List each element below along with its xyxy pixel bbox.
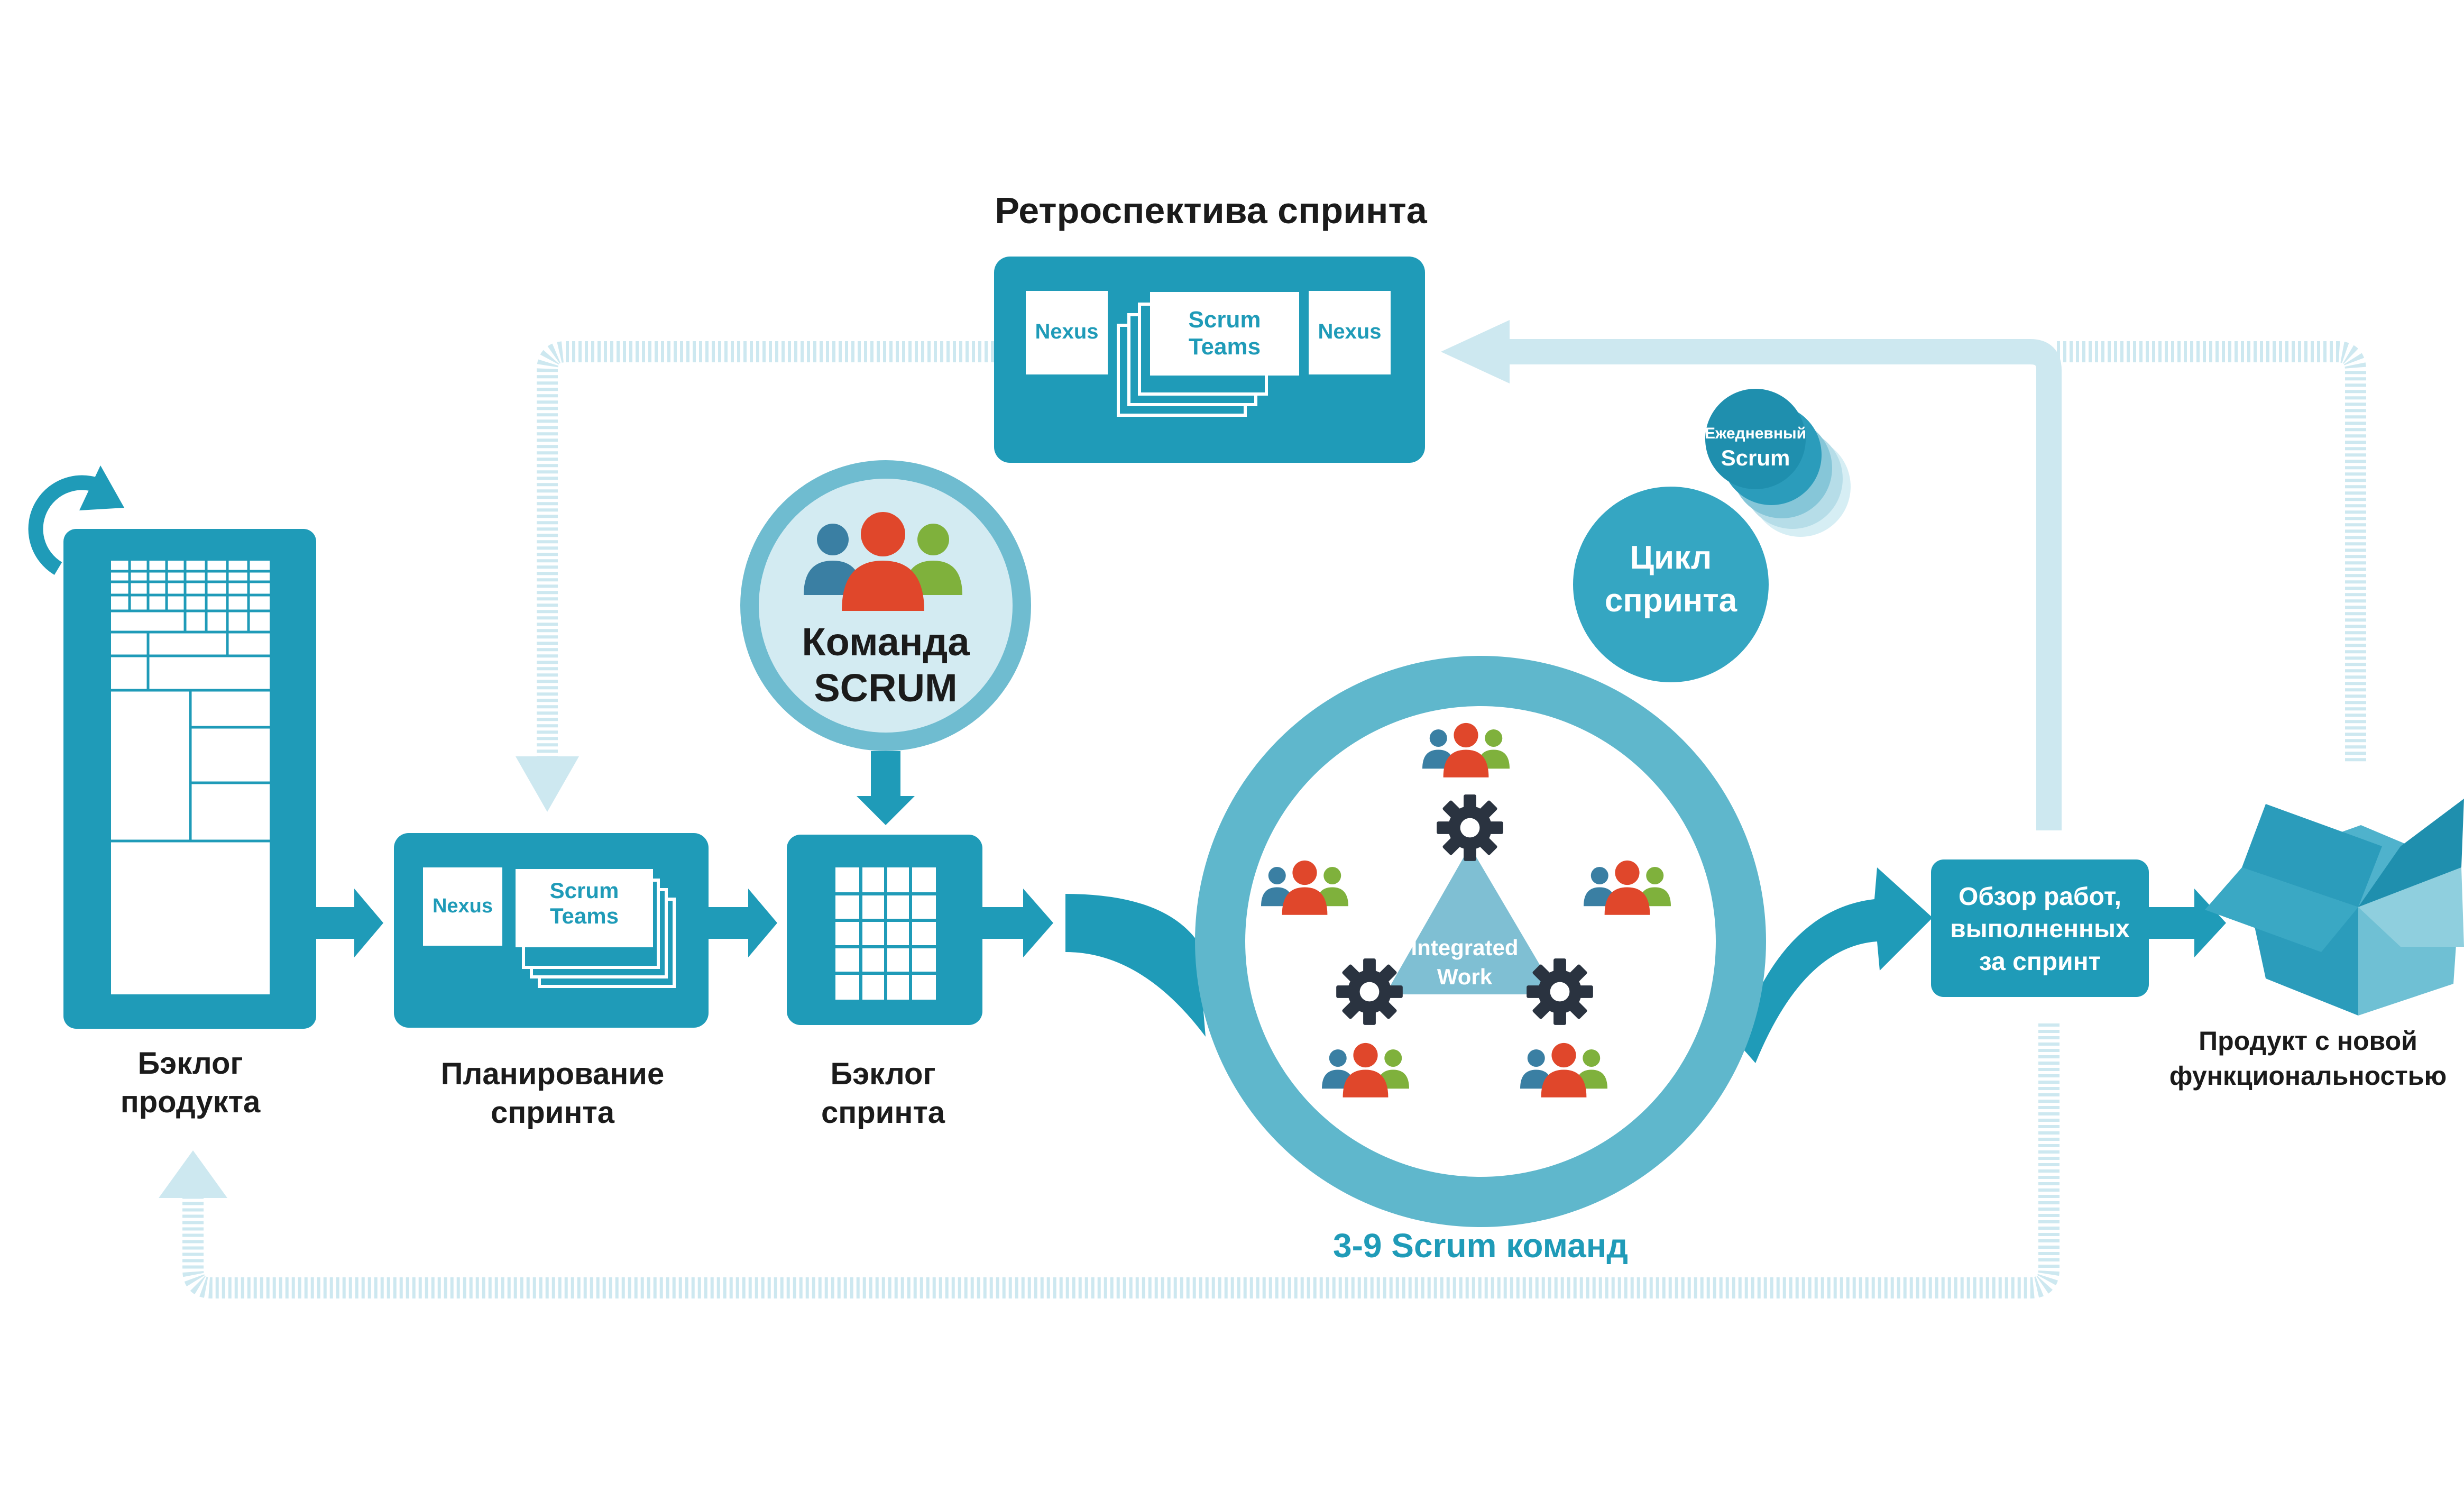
retrospective-title: Ретроспектива спринта: [995, 190, 1427, 231]
arrow-team-to-sprint-backlog: [857, 751, 915, 825]
gear-icon-top: [1437, 794, 1503, 861]
planning-scrum-teams-line1: Scrum: [549, 878, 619, 903]
sprint-backlog-label-line1: Бэклог: [830, 1057, 936, 1091]
sprint-cycle-circle: [1573, 487, 1769, 682]
retro-loop-arrowhead: [1441, 320, 1510, 383]
flow-out-of-sprint: [1737, 867, 1933, 1063]
arrow-backlog-to-planning: [316, 889, 383, 957]
integrated-work-label: Integrated Work: [1385, 934, 1544, 991]
sprint-cycle-label-line1: Цикл: [1630, 539, 1712, 576]
product-increment-label: Продукт с новой функциональностью: [2152, 1023, 2464, 1093]
outer-loop-right: [2057, 341, 2366, 762]
scrum-team-label-line1: Команда: [802, 620, 970, 664]
retro-scrum-teams: Scrum Teams: [1150, 307, 1299, 360]
product-increment-label-line1: Продукт с новой: [2199, 1026, 2417, 1056]
sprint-review-box: [1931, 859, 2149, 997]
sprint-backlog-label: Бэклог спринта: [751, 1055, 1015, 1132]
product-increment-label-line2: функциональностью: [2169, 1061, 2447, 1091]
product-backlog-box: [63, 529, 316, 1029]
sprint-planning-box: [394, 833, 709, 1028]
arrow-planning-to-sprint-backlog: [709, 889, 777, 957]
retro-nexus-left: Nexus: [1035, 320, 1099, 343]
arrow-review-to-product: [2149, 889, 2226, 957]
sprint-backlog-box: [787, 835, 982, 1025]
sprint-review-label-line3: за спринт: [1979, 947, 2101, 976]
sprint-backlog-label-line2: спринта: [821, 1095, 945, 1130]
sprint-planning-label-line1: Планирование: [440, 1057, 665, 1091]
arrow-sprint-backlog-to-sprint: [982, 889, 1053, 957]
planning-nexus: Nexus: [432, 895, 493, 917]
teams-caption: 3-9 Scrum команд: [1332, 1227, 1629, 1265]
planning-scrum-teams-line2: Teams: [550, 903, 619, 929]
integrated-work-label-line1: Integrated: [1411, 935, 1519, 960]
product-backlog-label-line2: продукта: [120, 1084, 261, 1119]
daily-scrum-label-line1: Ежедневный: [1704, 425, 1807, 442]
product-backlog-label-line1: Бэклог: [137, 1046, 243, 1081]
daily-scrum-stack: [1705, 389, 1851, 537]
retrospective-box: [994, 257, 1425, 463]
daily-scrum-label: Ежедневный Scrum: [1697, 423, 1814, 473]
retro-scrum-teams-line1: Scrum: [1188, 307, 1261, 333]
retro-to-planning-arrowhead: [516, 756, 579, 812]
product-box-icon: [2205, 799, 2464, 1016]
product-backlog-label: Бэклог продукта: [58, 1045, 323, 1121]
bottom-loop-arrowhead: [159, 1150, 227, 1198]
integrated-work-triangle: [1385, 846, 1557, 994]
retro-to-planning-arrow: [537, 341, 994, 764]
sprint-planning-label-line2: спринта: [490, 1095, 615, 1130]
sprint-review-label-line1: Обзор работ,: [1958, 883, 2121, 911]
sprint-cycle-label-line2: спринта: [1604, 582, 1737, 619]
daily-scrum-label-line2: Scrum: [1721, 445, 1790, 470]
scrum-team-label: Команда SCRUM: [761, 619, 1010, 711]
scrum-team-label-line2: SCRUM: [814, 666, 958, 710]
retro-scrum-teams-line2: Teams: [1188, 333, 1261, 360]
retro-nexus-right: Nexus: [1318, 320, 1382, 343]
integrated-work-label-line2: Work: [1437, 964, 1493, 989]
product-backlog-refresh-icon: [28, 465, 124, 575]
planning-scrum-teams: Scrum Teams: [516, 878, 653, 929]
sprint-cycle-label: Цикл спринта: [1573, 537, 1769, 622]
sprint-review-label-line2: выполненных: [1950, 915, 2130, 944]
sprint-planning-label: Планирование спринта: [381, 1055, 724, 1132]
retro-loop-arrow: [1502, 339, 2062, 830]
flow-into-sprint: [1065, 894, 1206, 1037]
scrum-team-circle: [740, 460, 1031, 751]
sprint-review-label: Обзор работ, выполненных за спринт: [1931, 881, 2149, 978]
